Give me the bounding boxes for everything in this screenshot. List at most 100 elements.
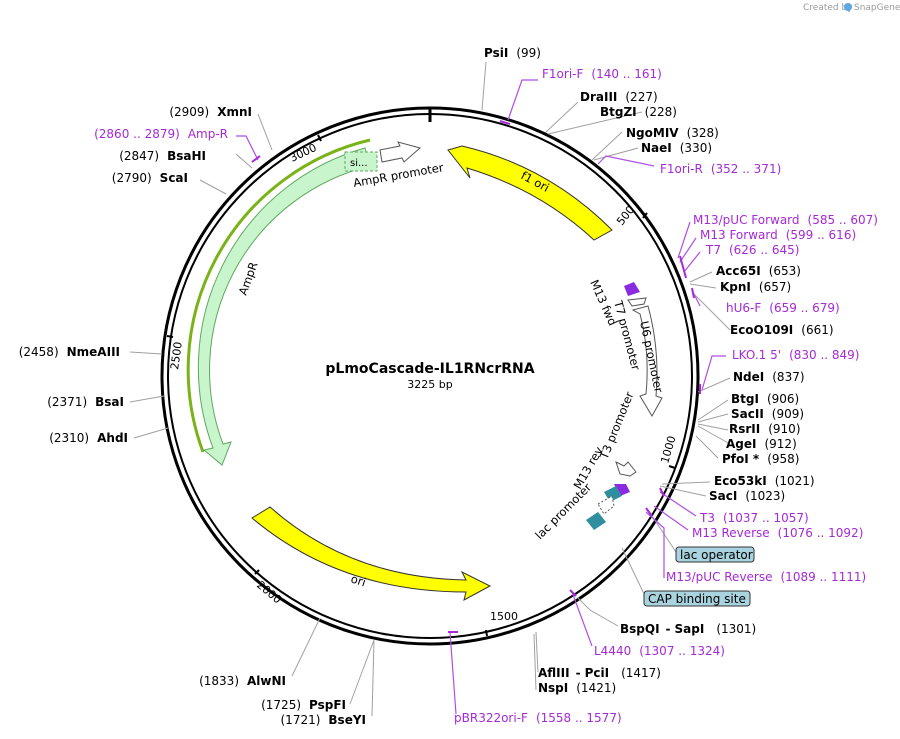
ampr-outer-strand (186, 138, 371, 453)
ampr-label: AmpR (236, 260, 261, 297)
lac-operator-box-label: lac operator (680, 548, 753, 562)
leader-bsai (129, 395, 165, 403)
leader-psii (481, 61, 487, 111)
label-ndei: NdeI(837) (733, 370, 805, 384)
signal-sequence-label: si... (350, 158, 368, 169)
leader-lko1 (701, 355, 726, 391)
leader-f1ori-r (597, 155, 655, 167)
tick-2500 (166, 335, 174, 338)
label-pfoi: PfoI *(958) (722, 452, 799, 466)
leader-ahdi (133, 427, 169, 439)
tick-label-2500: 2500 (168, 341, 185, 371)
label-afliii-pcii: AflIII-PciI(1417) (538, 666, 661, 680)
label-xmni: (2909)XmnI (169, 105, 252, 119)
cap-site-feature (586, 512, 606, 530)
ori-feature (251, 506, 492, 601)
leader-pbr322ori-f (449, 631, 457, 715)
label-amp-r: (2860 .. 2879)Amp-R (94, 127, 228, 141)
leader-nspi (533, 633, 537, 691)
label-ngomiv: NgoMIV(328) (626, 126, 719, 140)
label-scai: (2790)ScaI (112, 171, 188, 185)
leader-f1ori-f (507, 79, 538, 121)
label-m13-reverse: M13 Reverse(1076 .. 1092) (692, 526, 863, 540)
cap-site-box-label: CAP binding site (648, 592, 746, 606)
label-agei: AgeI(912) (726, 437, 797, 451)
leader-afliii (535, 631, 539, 673)
m13-rev-feature (614, 484, 630, 496)
leader-ndei (697, 377, 731, 393)
leader-m13-forward (679, 237, 697, 263)
leader-bspqi (577, 597, 619, 627)
label-bspqi-sapi: BspQI-SapI(1301) (620, 622, 756, 636)
mark-m13-reverse (645, 507, 653, 517)
leader-lac-operator (647, 509, 677, 553)
label-m13-forward: M13 Forward(599 .. 616) (700, 228, 856, 242)
label-lko1: LKO.1 5'(830 .. 849) (732, 348, 860, 362)
mark-amp-r (251, 155, 261, 163)
ampr-promoter-arrow (379, 141, 422, 163)
label-psii: PsiI(99) (484, 46, 541, 60)
label-btgi: BtgI(906) (731, 392, 799, 406)
leader-eco53ki (661, 481, 711, 485)
u6-promoter-label: U6 promoter (637, 320, 666, 394)
t7-promoter-arrow (627, 297, 647, 307)
label-f1ori-r: F1ori-R(352 .. 371) (660, 162, 781, 176)
label-l4440: L4440(1307 .. 1324) (594, 644, 725, 658)
left-labels: (2909)XmnI (2860 .. 2879)Amp-R (2847)Bsa… (19, 105, 366, 727)
tick-label-500: 500 (614, 203, 637, 228)
label-alwni: (1833)AlwNI (199, 674, 286, 688)
plasmid-size: 3225 bp (407, 378, 452, 391)
mark-f1ori-f (499, 120, 511, 125)
label-eco53ki: Eco53kI(1021) (714, 474, 815, 488)
leader-btgzi (547, 111, 643, 135)
leader-pfoi (695, 435, 719, 459)
leader-l4440 (571, 591, 593, 647)
watermark-brand: SnapGene (854, 3, 900, 13)
cap-site-box (643, 590, 751, 607)
label-m13puc-forward: M13/pUC Forward(585 .. 607) (693, 213, 878, 227)
leader-btgi (697, 399, 729, 421)
label-m13puc-reverse: M13/pUC Reverse(1089 .. 1111) (666, 570, 866, 584)
leader-ecoo109i (691, 291, 731, 331)
mark-l4440 (569, 589, 577, 597)
leader-naei (593, 147, 639, 161)
leader-pspfi (349, 639, 375, 705)
label-bsahi: (2847)BsaHI (119, 149, 206, 163)
snapgene-logo-icon (844, 3, 852, 11)
tick-500 (642, 212, 648, 219)
leader-rsrii (697, 423, 729, 431)
label-hu6-f: hU6-F(659 .. 679) (726, 301, 840, 315)
leader-alwni (291, 617, 321, 677)
tick-label-1000: 1000 (658, 434, 678, 464)
left-leaders (129, 113, 375, 717)
label-f1ori-f: F1ori-F(140 .. 161) (542, 67, 662, 81)
tick-1000 (668, 465, 676, 469)
leader-cap-site (621, 547, 647, 599)
label-t3: T3(1037 .. 1057) (699, 511, 809, 525)
label-bsai: (2371)BsaI (47, 395, 124, 409)
label-bseyi: (1721)BseYI (281, 713, 367, 727)
leader-amp-r (236, 135, 259, 161)
label-kpni: KpnI(657) (720, 280, 791, 294)
watermark-prefix: Created by (803, 3, 853, 13)
label-acc65i: Acc65I(653) (716, 264, 801, 278)
label-rsrii: RsrII(910) (729, 422, 801, 436)
lac-operator-box (675, 546, 755, 563)
leader-draiii (545, 101, 579, 133)
lac-promoter-arrow (597, 495, 615, 515)
m13-fwd-feature (624, 282, 640, 296)
right-labels: PsiI(99) F1ori-F(140 .. 161) DraIII(227)… (454, 46, 878, 725)
label-btgzi: BtgZI(228) (600, 105, 677, 119)
ori-label: ori (349, 572, 368, 590)
leader-m13puc-reverse (645, 511, 665, 578)
leader-sacii (697, 413, 729, 423)
label-ahdi: (2310)AhdI (49, 431, 128, 445)
leader-saci (659, 485, 707, 497)
mark-m13-region (679, 255, 687, 279)
f1-ori-feature (447, 145, 613, 241)
tick-1500 (485, 629, 488, 637)
leader-t3 (659, 491, 697, 517)
label-nspi: NspI(1421) (538, 681, 616, 695)
primer-marks (251, 120, 701, 633)
